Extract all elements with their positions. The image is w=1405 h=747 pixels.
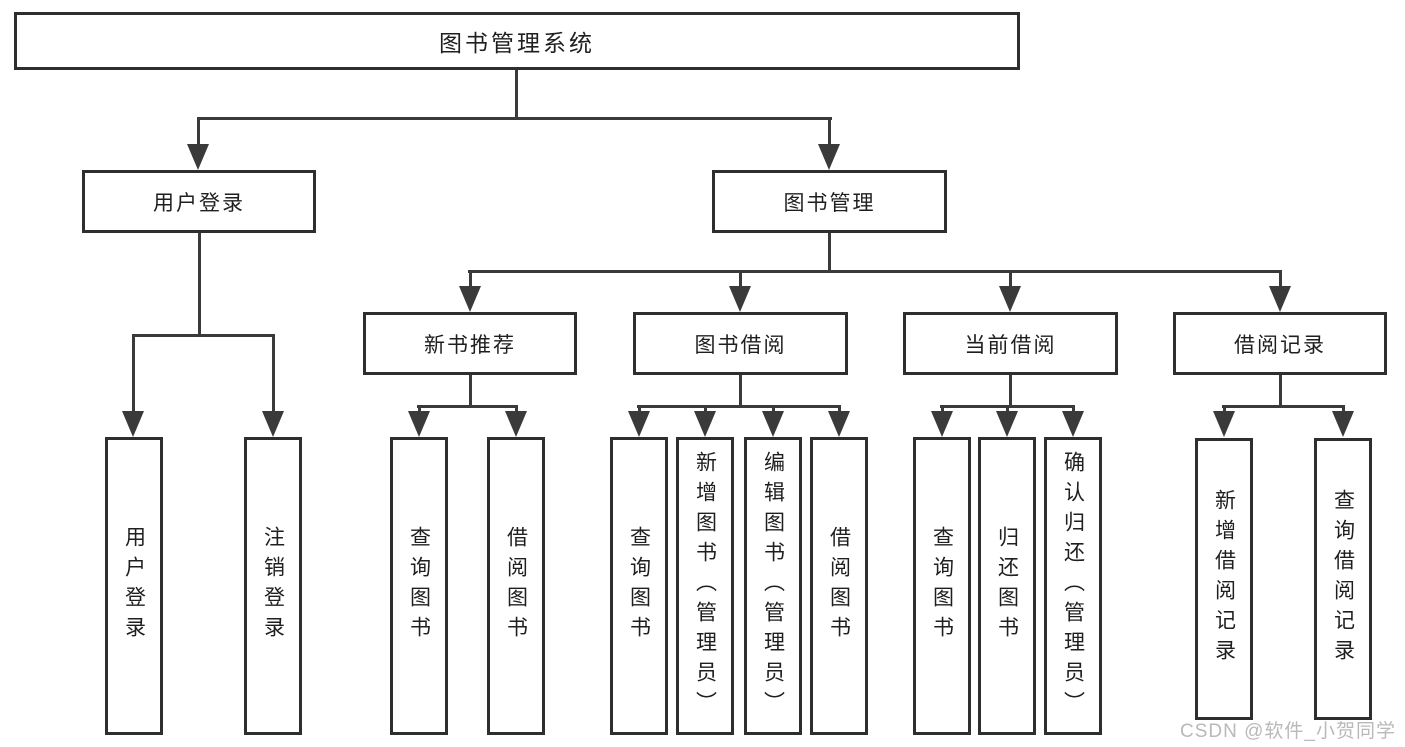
connector-book-borrow-stub bbox=[739, 270, 742, 288]
connector-borrow-borrow-stub bbox=[838, 405, 841, 413]
connector-records-hline bbox=[1222, 405, 1345, 408]
arrow-borrow-add-icon bbox=[694, 411, 716, 437]
connector-current-borrow-stub bbox=[1009, 270, 1012, 288]
connector-borrow-hline bbox=[637, 405, 841, 408]
arrow-borrow-query-icon bbox=[628, 411, 650, 437]
arrow-leaf-logout-icon bbox=[262, 411, 284, 437]
connector-recommend-vline bbox=[469, 374, 472, 408]
connector-borrow-query-stub bbox=[638, 405, 641, 413]
arrow-records-query-icon bbox=[1332, 411, 1354, 437]
connector-leaf-logout-stub bbox=[272, 334, 275, 412]
node-new-book-recommend: 新书推荐 bbox=[363, 312, 577, 375]
arrow-user-login-icon bbox=[187, 144, 209, 170]
arrow-book-management-icon bbox=[818, 144, 840, 170]
arrow-records-add-icon bbox=[1213, 411, 1235, 437]
node-book-management: 图书管理 bbox=[712, 170, 947, 233]
connector-recommend-query-stub bbox=[418, 405, 421, 413]
connector-records-query-stub bbox=[1342, 405, 1345, 413]
arrow-borrow-borrow-icon bbox=[828, 411, 850, 437]
connector-leaf-user-login-stub bbox=[132, 334, 135, 412]
arrow-borrow-records-icon bbox=[1269, 286, 1291, 312]
leaf-current-query-books: 查询图书 bbox=[913, 437, 971, 735]
connector-borrow-edit-stub bbox=[772, 405, 775, 413]
leaf-user-login: 用户登录 bbox=[105, 437, 163, 735]
connector-user-login-stub bbox=[197, 117, 200, 147]
leaf-logout: 注销登录 bbox=[244, 437, 302, 735]
connector-recommend-borrow-stub bbox=[515, 405, 518, 413]
watermark: CSDN @软件_小贺同学 bbox=[1180, 721, 1396, 742]
connector-user-login-hline bbox=[132, 334, 275, 337]
connector-current-query-stub bbox=[941, 405, 944, 413]
arrow-borrow-edit-icon bbox=[762, 411, 784, 437]
node-borrow-records: 借阅记录 bbox=[1173, 312, 1387, 375]
connector-root-vline bbox=[515, 70, 518, 118]
arrow-current-query-icon bbox=[931, 411, 953, 437]
connector-new-book-recommend-stub bbox=[469, 270, 472, 288]
arrow-recommend-query-icon bbox=[408, 411, 430, 437]
connector-recommend-hline bbox=[417, 405, 518, 408]
leaf-current-return-books: 归还图书 bbox=[978, 437, 1036, 735]
leaf-records-add: 新增借阅记录 bbox=[1195, 438, 1253, 720]
arrow-book-borrow-icon bbox=[729, 286, 751, 312]
node-root: 图书管理系统 bbox=[14, 12, 1020, 70]
connector-current-return-stub bbox=[1006, 405, 1009, 413]
arrow-current-return-icon bbox=[996, 411, 1018, 437]
connector-records-vline bbox=[1279, 374, 1282, 408]
leaf-borrow-borrow-books: 借阅图书 bbox=[810, 437, 868, 735]
arrow-recommend-borrow-icon bbox=[505, 411, 527, 437]
connector-borrow-records-stub bbox=[1279, 270, 1282, 288]
arrow-current-confirm-icon bbox=[1062, 411, 1084, 437]
connector-book-management-vline bbox=[828, 233, 831, 272]
connector-records-add-stub bbox=[1223, 405, 1226, 413]
node-user-login: 用户登录 bbox=[82, 170, 316, 233]
connector-book-management-hline bbox=[468, 270, 1282, 273]
connector-book-management-stub bbox=[828, 117, 831, 147]
arrow-new-book-recommend-icon bbox=[459, 286, 481, 312]
arrow-leaf-user-login-icon bbox=[122, 411, 144, 437]
leaf-current-confirm-return: 确认归还（管理员） bbox=[1044, 437, 1102, 735]
leaf-recommend-borrow-books: 借阅图书 bbox=[487, 437, 545, 735]
leaf-borrow-query-books: 查询图书 bbox=[610, 437, 668, 735]
node-current-borrow: 当前借阅 bbox=[903, 312, 1118, 375]
leaf-borrow-edit-books: 编辑图书（管理员） bbox=[744, 437, 802, 735]
connector-current-vline bbox=[1009, 374, 1012, 408]
leaf-records-query: 查询借阅记录 bbox=[1314, 438, 1372, 720]
connector-root-hline bbox=[197, 117, 832, 120]
node-book-borrow: 图书借阅 bbox=[633, 312, 848, 375]
leaf-recommend-query-books: 查询图书 bbox=[390, 437, 448, 735]
arrow-current-borrow-icon bbox=[999, 286, 1021, 312]
connector-borrow-add-stub bbox=[704, 405, 707, 413]
connector-current-confirm-stub bbox=[1072, 405, 1075, 413]
connector-borrow-vline bbox=[739, 374, 742, 408]
leaf-borrow-add-books: 新增图书（管理员） bbox=[676, 437, 734, 735]
connector-user-login-vline bbox=[198, 233, 201, 336]
